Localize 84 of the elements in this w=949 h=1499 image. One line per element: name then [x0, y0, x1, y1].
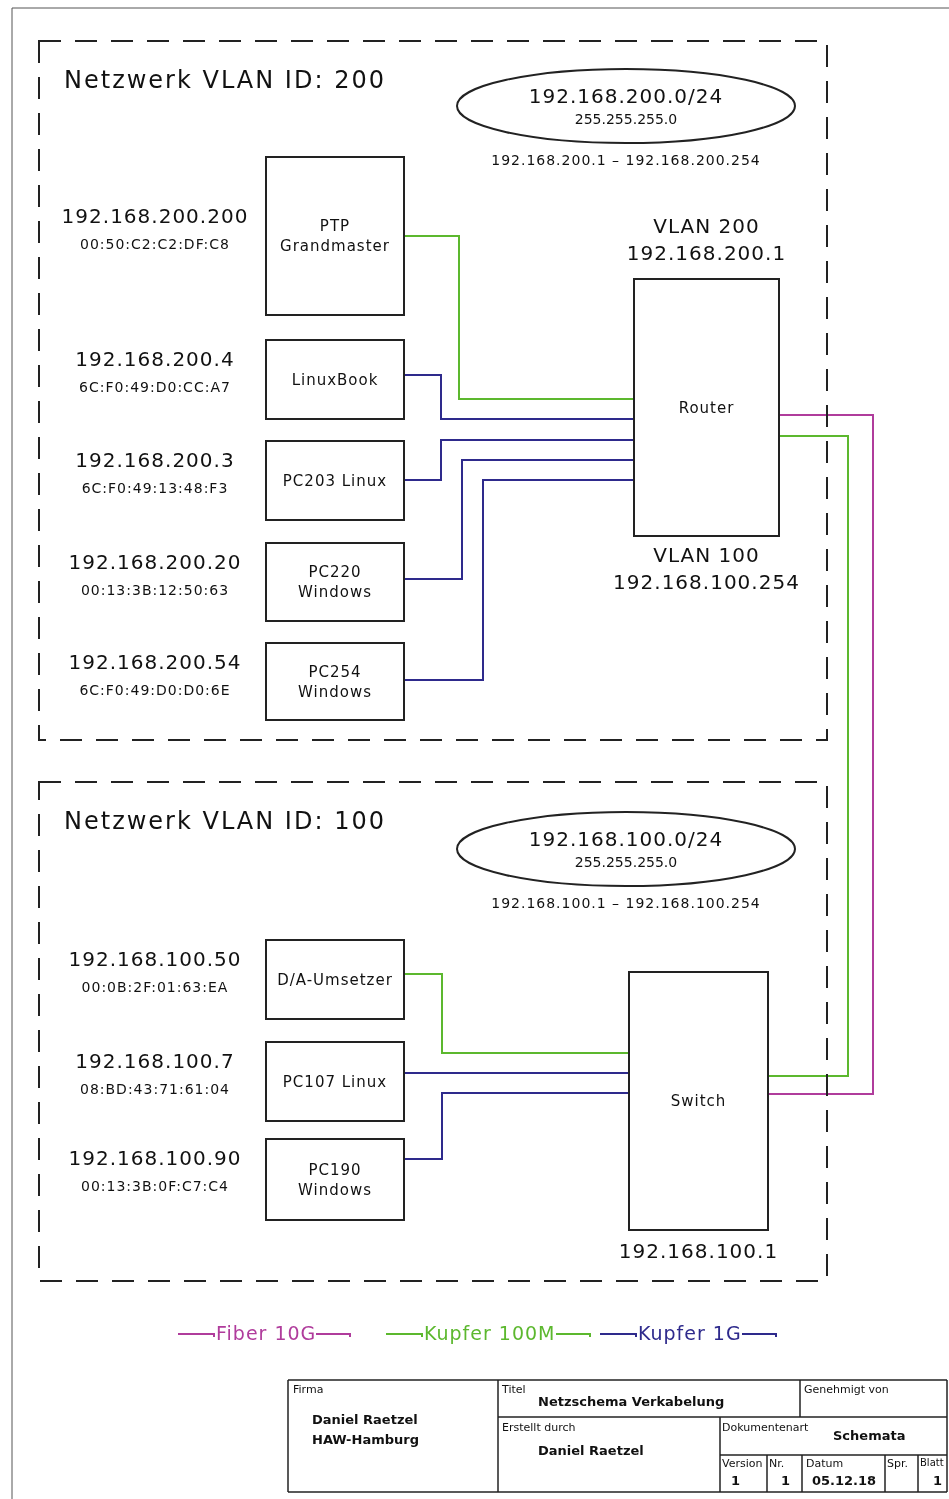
address-label: 192.168.100.1 — [617, 1241, 780, 1261]
field-label: Erstellt durch — [502, 1421, 576, 1434]
field-value: 05.12.18 — [812, 1473, 877, 1488]
zone-title: Netzwerk VLAN ID: 100 — [64, 811, 386, 831]
legend-label: Kupfer 1G — [638, 1322, 742, 1344]
device-name: LinuxBook — [291, 369, 379, 390]
device-name: Router — [678, 397, 735, 418]
address-label: 00:13:3B:0F:C7:C4 — [80, 1177, 230, 1196]
device-box — [265, 156, 405, 316]
address-label: 192.168.100.50 — [67, 949, 243, 969]
field-value: 1 — [933, 1473, 943, 1488]
cable-line — [404, 1092, 629, 1160]
cable-line — [768, 414, 874, 1095]
network-zone — [38, 781, 828, 1282]
cable-line — [404, 374, 634, 420]
device-box — [265, 642, 405, 721]
cable-line — [404, 235, 634, 400]
cable-line — [404, 459, 634, 580]
address-label: VLAN 100 — [652, 545, 761, 565]
device-box — [265, 939, 405, 1020]
address-label: 6C:F0:49:13:48:F3 — [80, 479, 230, 498]
device-name: PC203 Linux — [282, 470, 388, 491]
subnet-address: 192.168.200.0/24 — [528, 83, 724, 109]
address-range: 192.168.200.1 – 192.168.200.254 — [490, 151, 762, 170]
field-label: Blatt — [920, 1457, 944, 1468]
field-value: Daniel Raetzel HAW-Hamburg — [312, 1411, 420, 1449]
device-name: PC107 Linux — [282, 1071, 388, 1092]
cable-line — [404, 1072, 629, 1074]
field-value: 1 — [781, 1473, 791, 1488]
address-label: 192.168.200.54 — [67, 652, 243, 672]
field-label: Version — [722, 1457, 763, 1470]
field-value: Daniel Raetzel — [538, 1443, 644, 1458]
address-label: 6C:F0:49:D0:D0:6E — [78, 681, 232, 700]
device-box — [265, 440, 405, 521]
device-name: PC254 Windows — [297, 661, 373, 702]
device-box — [265, 1041, 405, 1122]
address-label: 192.168.100.254 — [612, 572, 801, 592]
subnet-address: 192.168.100.0/24 — [528, 826, 724, 852]
switch-box — [628, 971, 769, 1231]
device-name: Switch — [670, 1091, 727, 1111]
address-label: 192.168.200.4 — [74, 349, 236, 369]
address-label: VLAN 200 — [652, 216, 761, 236]
subnet-ellipse — [456, 811, 796, 887]
device-name: PTP Grandmaster — [279, 216, 391, 256]
address-label: 192.168.100.7 — [74, 1051, 236, 1071]
device-box — [265, 1138, 405, 1221]
subnet-mask: 255.255.255.0 — [574, 110, 678, 129]
field-label: Nr. — [769, 1457, 785, 1470]
device-name: PC190 Windows — [297, 1159, 373, 1200]
cable-line — [768, 435, 849, 1077]
address-label: 192.168.100.90 — [67, 1148, 243, 1168]
field-label: Titel — [502, 1383, 526, 1396]
address-label: 00:13:3B:12:50:63 — [79, 581, 231, 600]
cable-line — [404, 973, 629, 1054]
field-label: Genehmigt von — [804, 1383, 889, 1396]
field-value: Netzschema Verkabelung — [538, 1394, 725, 1409]
cable-line — [404, 439, 634, 481]
router-box — [633, 278, 780, 537]
address-label: 08:BD:43:71:61:04 — [78, 1080, 231, 1099]
field-label: Datum — [806, 1457, 844, 1470]
legend-label: Fiber 10G — [216, 1322, 317, 1344]
address-label: 192.168.200.1 — [625, 243, 788, 263]
address-label: 192.168.200.200 — [60, 206, 250, 226]
zone-title: Netzwerk VLAN ID: 200 — [64, 70, 386, 90]
address-label: 00:50:C2:C2:DF:C8 — [79, 235, 231, 254]
field-label: Dokumentenart — [722, 1421, 809, 1434]
address-label: 192.168.200.3 — [74, 450, 236, 470]
address-label: 6C:F0:49:D0:CC:A7 — [78, 378, 232, 397]
address-label: 192.168.200.20 — [67, 552, 243, 572]
field-label: Spr. — [887, 1457, 908, 1470]
field-value: Schemata — [833, 1428, 906, 1443]
field-label: Firma — [293, 1383, 324, 1396]
cable-line — [404, 479, 634, 681]
network-zone — [38, 40, 828, 741]
address-range: 192.168.100.1 – 192.168.100.254 — [490, 894, 762, 913]
device-box — [265, 542, 405, 622]
address-label: 00:0B:2F:01:63:EA — [80, 978, 230, 997]
device-box — [265, 339, 405, 420]
device-name: PC220 Windows — [297, 562, 373, 602]
field-value: 1 — [731, 1473, 741, 1488]
subnet-ellipse — [456, 68, 796, 144]
legend-label: Kupfer 100M — [424, 1322, 556, 1344]
device-name: D/A-Umsetzer — [277, 969, 393, 990]
subnet-mask: 255.255.255.0 — [574, 853, 678, 872]
